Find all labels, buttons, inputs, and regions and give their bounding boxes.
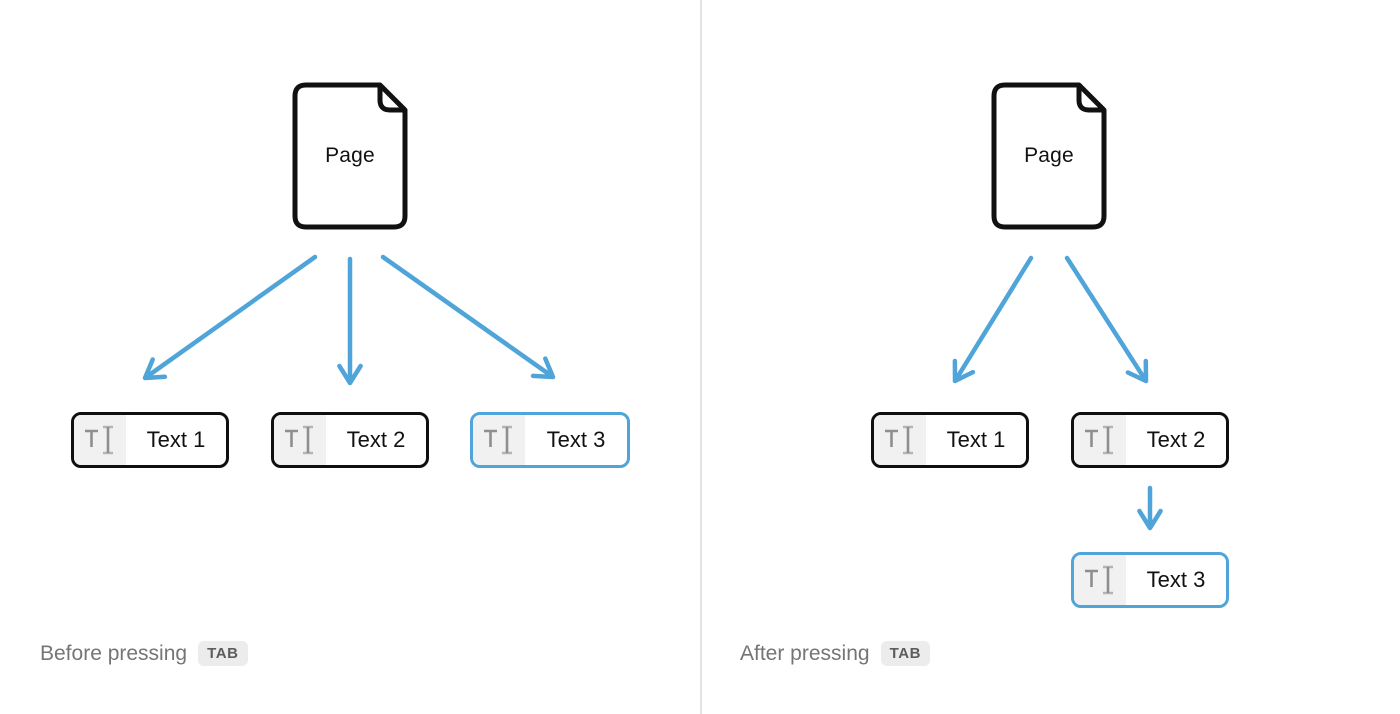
text-block-2-before: Text 2 [271, 412, 429, 468]
arrow-page-to-text1-before [142, 254, 318, 381]
arrow-page-to-text1-after [952, 255, 1034, 384]
caption-before: Before pressing TAB [40, 641, 248, 666]
block-label: Text 2 [346, 427, 406, 452]
arrow-page-to-text3-before [380, 254, 556, 380]
block-label: Text 1 [146, 427, 206, 452]
arrow-text2-to-text3-after [1137, 485, 1163, 531]
caption-after: After pressing TAB [740, 641, 931, 666]
tab-key-badge: TAB [198, 641, 248, 666]
page-title: Page [325, 144, 375, 167]
text-block-3-after: Text 3 [1071, 552, 1229, 608]
text-block-3-before: Text 3 [470, 412, 630, 468]
text-cursor-icon [74, 415, 126, 465]
arrow-page-to-text2-before [337, 256, 363, 386]
text-block-1-after: Text 1 [871, 412, 1029, 468]
page-icon: Page [292, 82, 408, 230]
tab-key-badge: TAB [880, 641, 931, 666]
page-icon: Page [991, 82, 1107, 230]
block-label: Text 3 [1146, 567, 1206, 592]
text-cursor-icon [274, 415, 326, 465]
block-label: Text 2 [1146, 427, 1206, 452]
page-title: Page [1024, 144, 1074, 167]
block-label: Text 3 [546, 427, 606, 452]
text-cursor-icon [1074, 555, 1126, 605]
text-cursor-icon [874, 415, 926, 465]
arrow-page-to-text2-after [1064, 255, 1149, 384]
text-block-2-after: Text 2 [1071, 412, 1229, 468]
document-icon [292, 82, 408, 230]
document-icon [991, 82, 1107, 230]
caption-text: Before pressing [40, 641, 188, 665]
text-block-1-before: Text 1 [71, 412, 229, 468]
block-label: Text 1 [946, 427, 1006, 452]
text-cursor-icon [1074, 415, 1126, 465]
panel-divider [700, 0, 702, 714]
caption-text: After pressing [740, 641, 870, 665]
text-cursor-icon [473, 415, 525, 465]
